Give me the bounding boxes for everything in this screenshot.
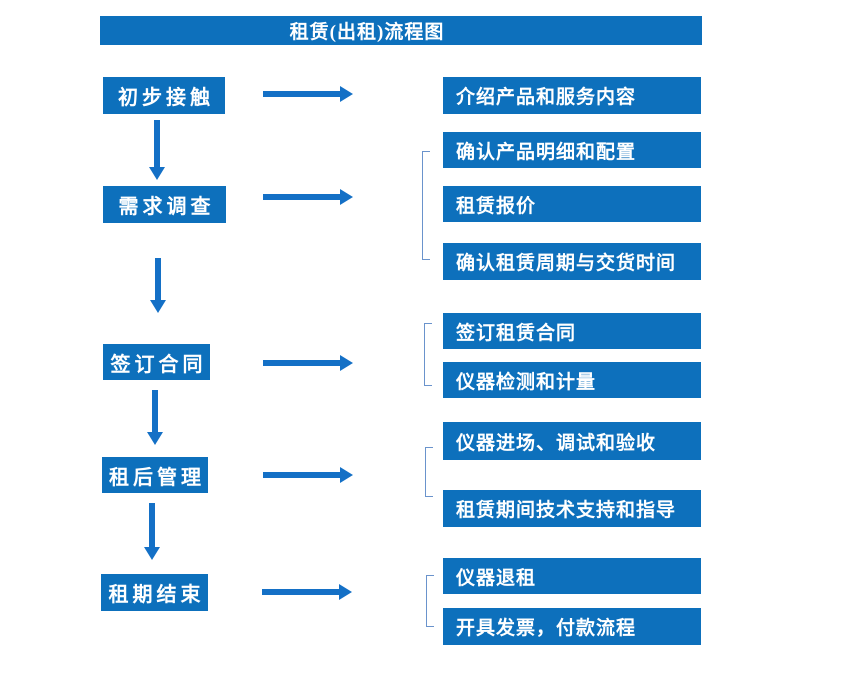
arrow-head (340, 355, 353, 371)
step-box-demand-survey: 需求调查 (103, 186, 226, 223)
detail-box-confirm-product-details: 确认产品明细和配置 (443, 132, 701, 168)
arrow-shaft (149, 503, 155, 547)
detail-box-tech-support: 租赁期间技术支持和指导 (443, 490, 701, 527)
arrow-head (147, 432, 163, 445)
arrow-shaft (263, 360, 340, 366)
detail-box-introduce-products: 介绍产品和服务内容 (443, 77, 701, 114)
step-box-sign-contract: 签订合同 (103, 344, 210, 380)
step-box-rental-end: 租期结束 (101, 574, 208, 611)
arrow-shaft (155, 258, 161, 300)
step-box-initial-contact: 初步接触 (103, 77, 225, 114)
detail-box-invoice-payment: 开具发票，付款流程 (443, 608, 701, 645)
arrow-right-icon (263, 86, 353, 102)
arrow-shaft (263, 194, 340, 200)
step-box-post-rental-management: 租后管理 (102, 457, 208, 493)
group-bracket (425, 447, 433, 497)
arrow-down-icon (150, 258, 166, 313)
arrow-head (149, 167, 165, 180)
arrow-shaft (262, 589, 339, 595)
arrow-down-icon (144, 503, 160, 560)
group-bracket (422, 151, 430, 260)
arrow-head (144, 547, 160, 560)
arrow-right-icon (263, 189, 353, 205)
arrow-head (339, 584, 352, 600)
detail-box-confirm-period-delivery: 确认租赁周期与交货时间 (443, 243, 701, 280)
arrow-shaft (152, 390, 158, 432)
arrow-head (340, 189, 353, 205)
arrow-shaft (263, 472, 340, 478)
arrow-head (340, 86, 353, 102)
detail-box-sign-rental-contract: 签订租赁合同 (443, 313, 701, 349)
arrow-head (340, 467, 353, 483)
detail-box-rental-quote: 租赁报价 (443, 186, 701, 222)
arrow-head (150, 300, 166, 313)
arrow-down-icon (147, 390, 163, 445)
diagram-title-bar: 租赁(出租)流程图 (100, 16, 702, 45)
arrow-down-icon (149, 120, 165, 180)
group-bracket (424, 323, 432, 386)
detail-box-instrument-setup-acceptance: 仪器进场、调试和验收 (443, 422, 701, 460)
arrow-right-icon (262, 584, 352, 600)
arrow-right-icon (263, 467, 353, 483)
arrow-shaft (154, 120, 160, 167)
diagram-title: 租赁(出租)流程图 (289, 22, 445, 43)
detail-box-instrument-testing: 仪器检测和计量 (443, 362, 701, 398)
arrow-right-icon (263, 355, 353, 371)
group-bracket (426, 575, 434, 627)
detail-box-instrument-return: 仪器退租 (443, 558, 701, 594)
arrow-shaft (263, 91, 340, 97)
